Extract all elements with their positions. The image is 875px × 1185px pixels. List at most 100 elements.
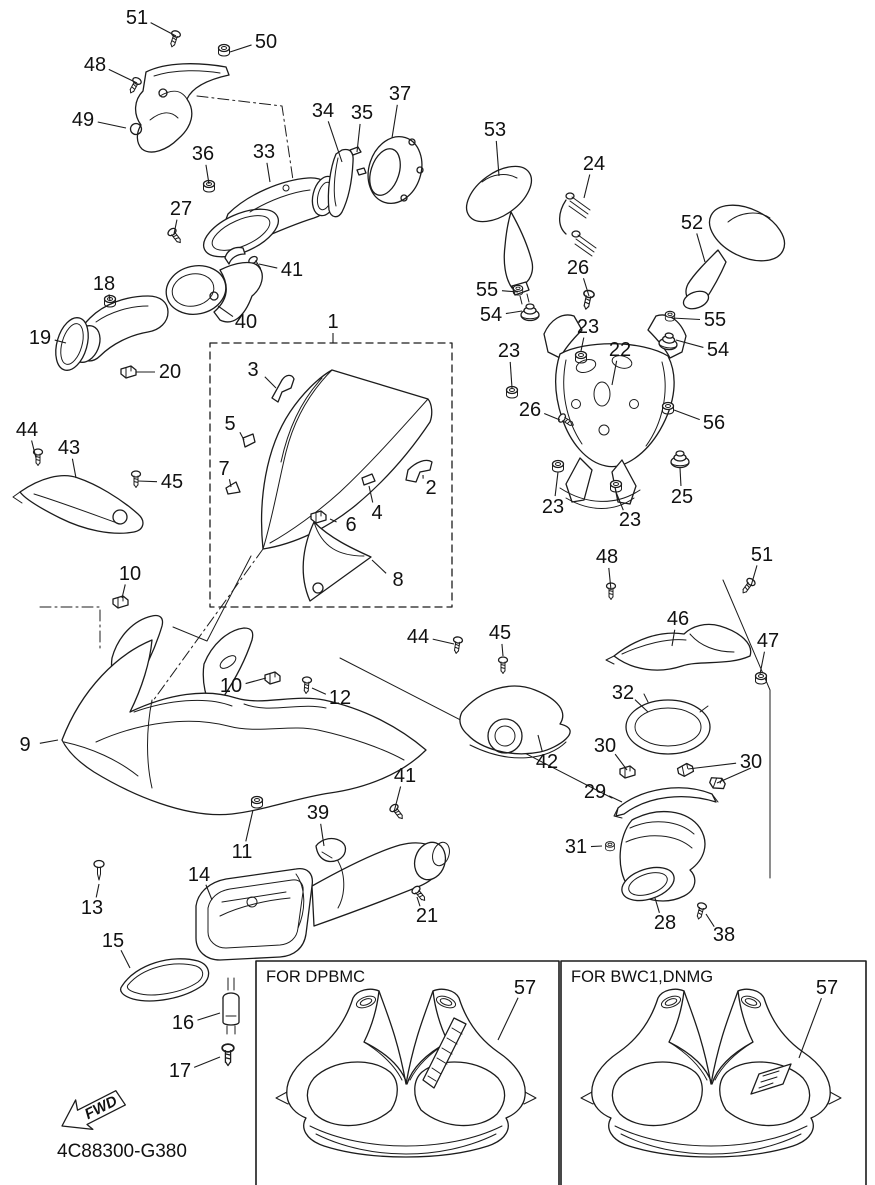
screw-51-right [738, 576, 758, 597]
clip-30-a [619, 765, 636, 779]
part-number-44: 44 [407, 626, 429, 648]
part-number-35: 35 [351, 102, 373, 124]
leader-line [266, 162, 271, 183]
leader-line [393, 786, 402, 813]
part-number-39: 39 [307, 802, 329, 824]
part-number-6: 6 [345, 514, 356, 536]
leader-line [537, 734, 543, 752]
part-number-49: 49 [72, 109, 94, 131]
part-number-37: 37 [389, 83, 411, 105]
construction-lines [39, 95, 771, 879]
leader-line [371, 559, 387, 574]
part-number-42: 42 [536, 751, 558, 773]
meter-panel-bracket [129, 63, 230, 153]
leader-line [509, 361, 513, 389]
mirror-left [465, 165, 534, 305]
part-number-17: 17 [169, 1060, 191, 1082]
variant-box-dpbmc-label: FOR DPBMC [266, 968, 365, 986]
damper-7 [225, 481, 241, 495]
leader-line [705, 913, 715, 927]
part-number-26: 26 [567, 257, 589, 279]
leader-line [205, 164, 210, 185]
nut-31 [605, 841, 615, 852]
part-number-53: 53 [484, 119, 506, 141]
leader-line [671, 629, 676, 647]
part-number-26: 26 [519, 399, 541, 421]
part-number-8: 8 [392, 569, 403, 591]
windshield-trim-2 [405, 459, 433, 483]
cowl-front-bwc1 [580, 988, 842, 1158]
part-number-50: 50 [255, 31, 277, 53]
part-number-1: 1 [327, 311, 338, 333]
leader-line [229, 44, 252, 53]
part-number-47: 47 [757, 630, 779, 652]
part-number-28: 28 [654, 912, 676, 934]
bolt-17 [221, 1043, 235, 1067]
leader-line [217, 305, 234, 317]
leader-line [615, 491, 624, 511]
seal-15 [119, 958, 210, 1002]
leader-line [798, 998, 822, 1059]
leader-line [95, 883, 100, 898]
part-number-24: 24 [583, 153, 605, 175]
part-number-56: 56 [703, 412, 725, 434]
part-number-5: 5 [224, 413, 235, 435]
windshield-trim-3 [271, 374, 295, 403]
leader-line [391, 104, 398, 139]
leader-line [696, 233, 706, 263]
sensor-16 [222, 977, 240, 1035]
leader-line [97, 121, 127, 129]
part-number-19: 19 [29, 327, 51, 349]
windshield-group-box [209, 342, 453, 608]
leader-line [137, 480, 158, 483]
leader-line [634, 699, 649, 713]
inner-panel-left [12, 475, 144, 534]
part-number-45: 45 [489, 622, 511, 644]
mirror-bolt-set-24 [558, 192, 597, 257]
nut-23-c [551, 459, 565, 473]
leader-line [759, 651, 766, 675]
strip-29 [613, 787, 719, 819]
part-number-55: 55 [476, 279, 498, 301]
part-number-33: 33 [253, 141, 275, 163]
leader-line [239, 432, 245, 441]
part-number-48: 48 [84, 54, 106, 76]
leader-line [31, 440, 37, 459]
part-number-52: 52 [681, 212, 703, 234]
leader-line [554, 471, 559, 497]
leader-line [150, 22, 177, 37]
leader-line [39, 739, 59, 744]
damper-4 [361, 473, 376, 486]
leader-line [416, 896, 421, 907]
part-number-2: 2 [425, 477, 436, 499]
screw-41-lower [387, 802, 407, 823]
part-number-16: 16 [172, 1012, 194, 1034]
nut-23-b [505, 385, 519, 399]
part-number-45: 45 [161, 471, 183, 493]
clip-6 [310, 510, 327, 524]
part-number-21: 21 [416, 905, 438, 927]
part-number-44: 44 [16, 419, 38, 441]
nut-50 [217, 43, 231, 57]
damper-25 [670, 450, 690, 469]
part-number-51: 51 [751, 544, 773, 566]
leader-line [673, 409, 700, 421]
part-number-54: 54 [480, 304, 502, 326]
clip-30-b [676, 761, 695, 778]
part-number-10: 10 [220, 675, 242, 697]
leader-line [368, 485, 374, 503]
decal-stripe-dpbmc [422, 1017, 467, 1089]
rivet-13 [93, 859, 105, 881]
screw-45-left [130, 470, 142, 489]
leader-line [608, 795, 623, 803]
leader-line [320, 823, 325, 847]
leader-line [679, 467, 682, 487]
trim-46 [605, 623, 752, 671]
leader-line [432, 638, 455, 645]
part-number-29: 29 [584, 781, 606, 803]
air-duct-left-14 [195, 837, 450, 961]
part-number-23: 23 [577, 316, 599, 338]
